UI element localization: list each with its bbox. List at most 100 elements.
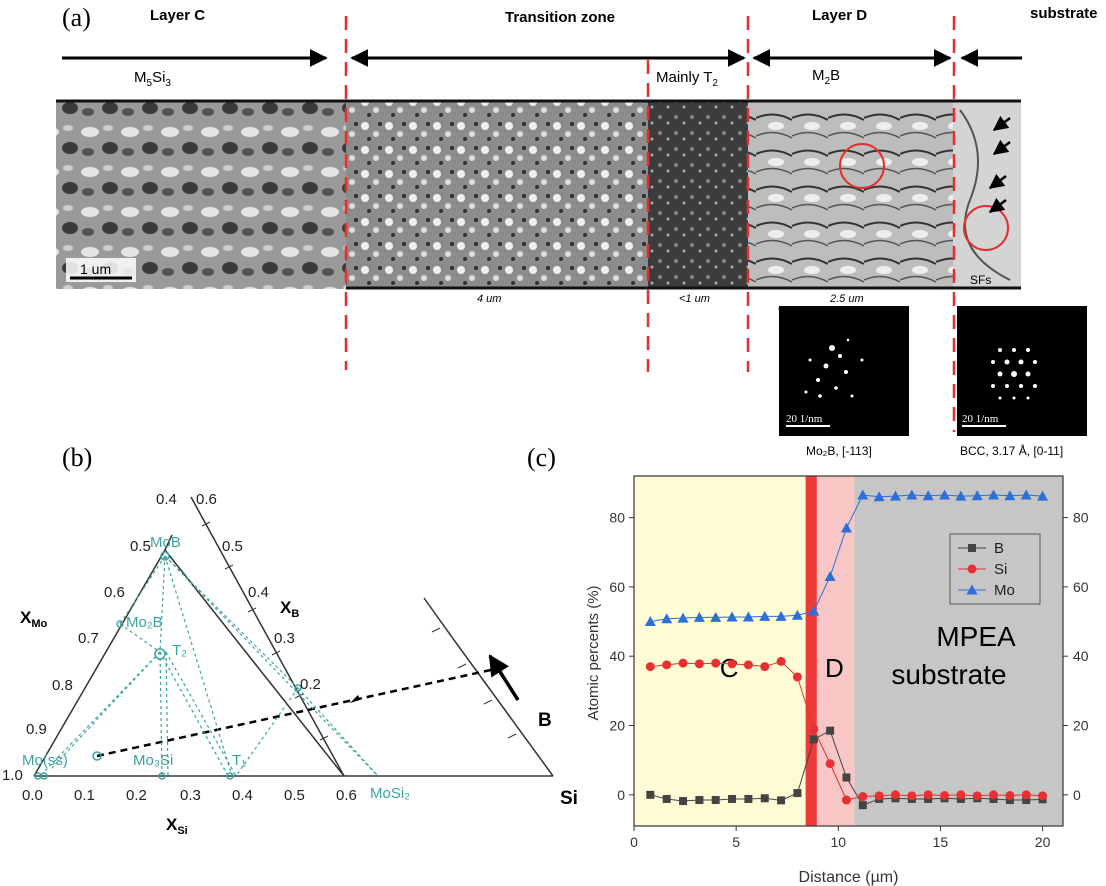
- y2-tick-label: 40: [1073, 648, 1089, 664]
- y-tick-label: 20: [609, 718, 625, 734]
- phase-markers: [34, 551, 302, 780]
- data-point-si: [711, 658, 721, 668]
- legend-marker: [968, 544, 976, 552]
- data-point-mo: [840, 522, 852, 533]
- data-point-mo: [644, 616, 656, 627]
- legend-label-mo: Mo: [994, 582, 1015, 599]
- data-point-mo: [726, 611, 738, 622]
- left-tick-label: 0.6: [104, 584, 125, 601]
- data-point-mo: [971, 490, 983, 501]
- data-point-si: [923, 790, 933, 800]
- x-tick-label: 15: [933, 834, 949, 850]
- zone-label-c: C: [720, 653, 739, 683]
- data-point-mo: [791, 609, 803, 620]
- data-point-si: [678, 658, 688, 668]
- data-point-si: [956, 790, 966, 800]
- x-tick-label: 20: [1035, 834, 1051, 850]
- panel-b: (b): [2, 443, 578, 837]
- data-point-b: [646, 790, 655, 799]
- data-point-b: [760, 794, 769, 803]
- data-point-mo: [1020, 489, 1032, 500]
- data-point-b: [728, 794, 737, 803]
- bottom-tick-label: 0.3: [180, 787, 201, 804]
- data-point-si: [727, 659, 737, 669]
- bottom-tick-label: 0.5: [284, 787, 305, 804]
- zone-c-band: [634, 476, 806, 826]
- left-tick-label: 0.7: [78, 630, 99, 647]
- phase-t2: T₂: [172, 642, 187, 659]
- x-axis-label: Distance (µm): [799, 869, 899, 886]
- bottom-tick-label: 0.6: [336, 787, 357, 804]
- phase-mo2b: Mo₂B: [126, 614, 163, 631]
- bottom-tick-label: 0.2: [126, 787, 147, 804]
- width-transition: 4 um: [477, 293, 501, 305]
- data-point-si: [890, 790, 900, 800]
- right-ticks: [201, 521, 329, 741]
- legend-marker: [966, 584, 978, 595]
- sfs-label: SFs: [970, 273, 991, 287]
- width-layer-d: 2.5 um: [829, 293, 864, 305]
- data-point-mo: [775, 610, 787, 621]
- data-point-b: [826, 726, 835, 735]
- ternary-triangle: [33, 548, 345, 777]
- legend-label-b: B: [994, 540, 1004, 557]
- y-tick-label: 60: [609, 579, 625, 595]
- data-point-mo: [939, 489, 951, 500]
- panel-a: (a) Layer C Transition zone Layer D subs…: [56, 3, 1098, 458]
- diffraction-right-scale: 20 1/nm: [962, 413, 999, 425]
- interface-band: [805, 476, 817, 826]
- region-circle-layer-d: [839, 143, 885, 189]
- phase-mob: MoB: [150, 534, 181, 551]
- direction-arrow-b: [488, 654, 520, 701]
- data-point-mo: [955, 490, 967, 501]
- data-point-mo: [906, 489, 918, 500]
- right-tick-label: 0.4: [248, 584, 269, 601]
- data-point-mo: [824, 570, 836, 581]
- zone-label-substrate-2: substrate: [891, 659, 1006, 690]
- data-point-mo: [759, 610, 771, 621]
- data-point-b: [711, 796, 720, 805]
- plot-frame: [633, 475, 1064, 827]
- data-point-mo: [693, 611, 705, 622]
- right-tick-label: 0.6: [196, 491, 217, 508]
- x-tick-label: 0: [630, 834, 638, 850]
- y-tick-label: 80: [609, 510, 625, 526]
- region-circle-substrate: [963, 205, 1009, 251]
- data-point-si: [1038, 791, 1048, 801]
- phase-mosi2: MoSi₂: [370, 785, 410, 802]
- phase-m2b: M2B: [812, 67, 840, 87]
- tie-lines: [39, 555, 379, 777]
- data-point-si: [940, 791, 950, 801]
- y-tick-label: 40: [609, 648, 625, 664]
- bottom-tick-label: 0.4: [232, 787, 253, 804]
- zone-label-d: D: [825, 653, 844, 683]
- data-point-si: [841, 795, 851, 805]
- corner-label-si: Si: [560, 788, 578, 809]
- diffraction-right: 20 1/nm: [957, 306, 1087, 436]
- data-point-mo: [857, 489, 869, 500]
- data-point-si: [694, 659, 704, 669]
- y2-tick-label: 80: [1073, 510, 1089, 526]
- y2-tick-label: 0: [1073, 787, 1081, 803]
- diffraction-left-scale: 20 1/nm: [786, 413, 823, 425]
- zone-label-substrate: substrate: [1030, 5, 1098, 22]
- left-tick-label: 0.4: [156, 491, 177, 508]
- data-point-si: [858, 792, 868, 802]
- data-point-mo: [808, 605, 820, 616]
- data-point-mo: [1037, 490, 1049, 501]
- bottom-tick-label: 0.1: [74, 787, 95, 804]
- data-point-si: [907, 791, 917, 801]
- sf-arrows: [988, 115, 1011, 213]
- zone-d-band: [816, 476, 855, 826]
- data-point-b: [793, 789, 802, 798]
- data-point-b: [858, 801, 867, 810]
- zone-label-layer-d: Layer D: [812, 7, 867, 24]
- data-point-b: [679, 797, 688, 806]
- data-point-si: [1021, 790, 1031, 800]
- data-point-si: [809, 724, 819, 734]
- legend-label-si: Si: [994, 561, 1007, 578]
- data-point-si: [972, 791, 982, 801]
- left-tick-label: 0.9: [26, 721, 47, 738]
- width-mainly-t2: <1 um: [679, 293, 710, 305]
